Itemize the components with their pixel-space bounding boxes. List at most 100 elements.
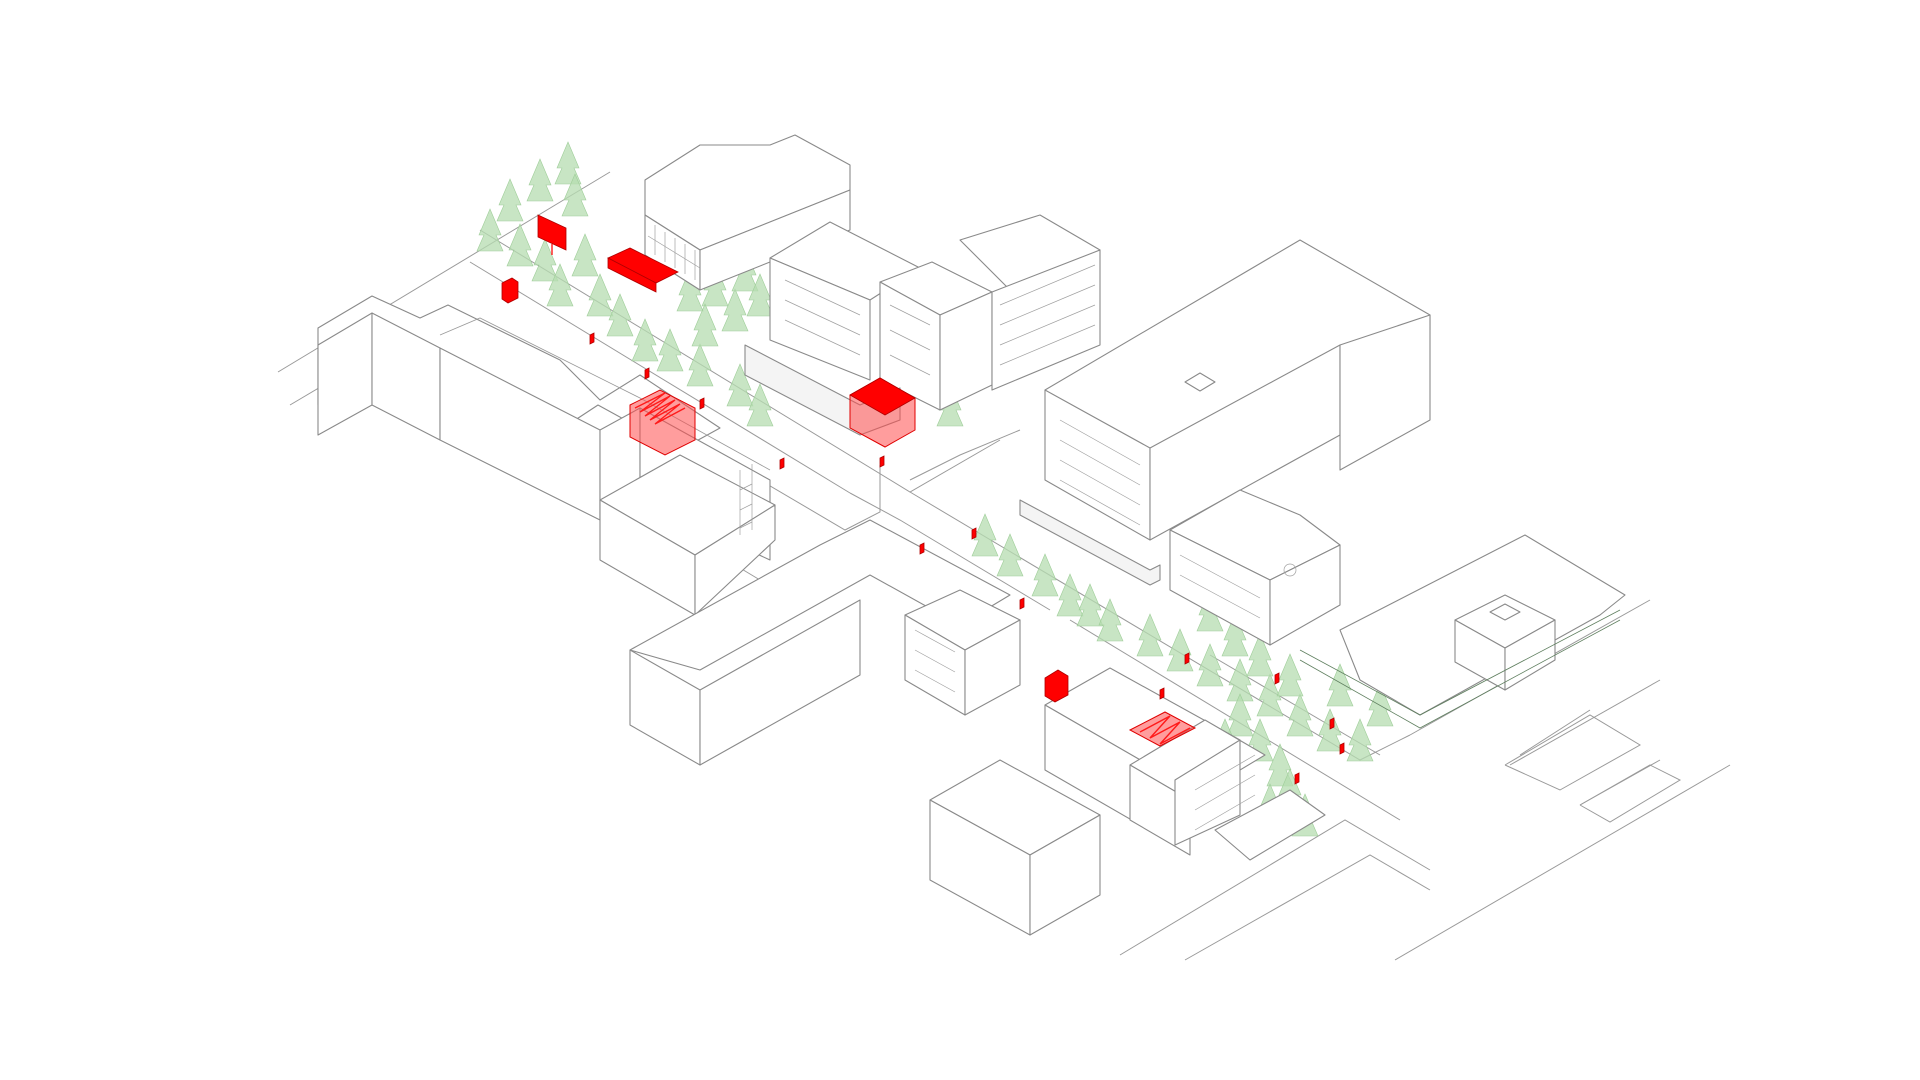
south-terrace-annex	[1214, 789, 1326, 861]
street-marker	[919, 542, 925, 555]
tree-icon	[1326, 663, 1354, 707]
residential-front-west	[769, 257, 871, 381]
road-edge-cross-2	[849, 492, 1051, 611]
south-centre-wing-side	[964, 619, 1021, 716]
interventions	[501, 214, 1197, 747]
tree-icon	[531, 238, 559, 282]
building-villa-east	[1169, 489, 1341, 646]
large-east-ground-arcade	[1019, 499, 1161, 586]
tree-icon	[1136, 613, 1164, 657]
tree-icon	[476, 208, 504, 252]
tree-icon	[1346, 718, 1374, 762]
building-west-end-balconies	[739, 464, 753, 535]
tree-icon	[546, 263, 574, 307]
tree-icon	[506, 223, 534, 267]
curb-se-2	[1519, 709, 1591, 756]
tree-icon	[701, 263, 729, 307]
street-marker	[779, 457, 785, 470]
villa-side	[1269, 544, 1341, 646]
road-edge-east-1	[1509, 679, 1661, 766]
garden-villa-side	[1504, 619, 1556, 691]
tree-icon	[1166, 628, 1194, 672]
tree-icon	[656, 328, 684, 372]
tree-icon	[631, 318, 659, 362]
tree-icon	[571, 233, 599, 277]
building-garden-villa	[1299, 534, 1626, 729]
building-south-centre	[629, 519, 1021, 766]
tree-icon	[1276, 653, 1304, 697]
road-edge-se-2	[1119, 819, 1431, 956]
tree-icon	[1221, 613, 1249, 657]
street-marker	[1184, 652, 1190, 665]
tree-icon	[1316, 708, 1344, 752]
street-marker	[1329, 717, 1335, 730]
street-marker	[589, 332, 595, 345]
street-marker	[644, 367, 650, 380]
street-marker	[1294, 772, 1300, 785]
tree-icon	[1286, 693, 1314, 737]
tree-icon	[1031, 553, 1059, 597]
tree-icon	[971, 513, 999, 557]
tree-icon	[691, 303, 719, 347]
building-west-end-side	[694, 504, 776, 616]
south-centre-windows	[914, 629, 956, 693]
tree-icon	[1076, 583, 1104, 627]
curb-south-plaza	[759, 465, 881, 531]
building-historic-windows	[647, 225, 701, 280]
residential-side-east	[991, 249, 1101, 391]
curb-kerb-centre	[909, 429, 1021, 481]
tree-icon	[1226, 693, 1254, 737]
south-terrace-base-side	[1029, 814, 1101, 936]
pavilion-red-front	[607, 257, 657, 293]
street-marker	[1339, 742, 1345, 755]
tree-icon	[496, 178, 524, 222]
tree-icon	[676, 268, 704, 312]
billboard-icon	[537, 214, 567, 251]
building-residential-centre	[744, 214, 1101, 436]
tree-icon	[1056, 573, 1084, 617]
block-outline-east	[1504, 714, 1641, 791]
stair-pergola-south	[1128, 711, 1197, 747]
tree-icon	[1246, 633, 1274, 677]
tree-icon	[554, 141, 582, 185]
pergola-courtyard	[629, 389, 696, 456]
garden-fence	[1299, 609, 1621, 729]
kiosk-icon	[501, 277, 519, 304]
street-marker	[1019, 597, 1025, 610]
large-east-roof-box	[1184, 372, 1216, 392]
glass-pavilion-roof	[849, 377, 916, 416]
block-outline-far-east	[1579, 764, 1682, 823]
building-historic-north	[644, 134, 851, 291]
building-historic-side	[699, 189, 851, 291]
south-terrace-balconies	[1194, 754, 1256, 831]
building-large-east	[1019, 239, 1431, 586]
tree-icon	[726, 363, 754, 407]
tree-icon	[1096, 598, 1124, 642]
street-marker	[699, 397, 705, 410]
villa-windows	[1179, 554, 1261, 619]
tree-icon	[1256, 673, 1284, 717]
stair-pergola-slats	[1139, 715, 1191, 745]
tree-icon	[721, 288, 749, 332]
tree-icon	[586, 273, 614, 317]
street-marker	[1159, 687, 1165, 700]
tree-icon	[996, 533, 1024, 577]
building-nw-eave	[439, 317, 771, 471]
road-edge-se-3	[1184, 854, 1431, 961]
pergola-slats	[634, 392, 686, 425]
large-east-windows	[1059, 419, 1141, 526]
garden-villa-lantern	[1489, 603, 1521, 621]
tree-icon	[561, 173, 589, 217]
large-east-tower	[1339, 314, 1431, 471]
south-terrace-mid-side	[1174, 739, 1241, 846]
tree-icon	[526, 158, 554, 202]
cube-pavilion-south	[1044, 669, 1069, 703]
street-marker	[971, 527, 977, 540]
tree-icon	[606, 293, 634, 337]
south-centre-side	[699, 599, 861, 766]
residential-windows	[784, 264, 1096, 376]
street-furniture-markers	[589, 332, 1345, 785]
road-edge-se-1	[1394, 764, 1731, 961]
